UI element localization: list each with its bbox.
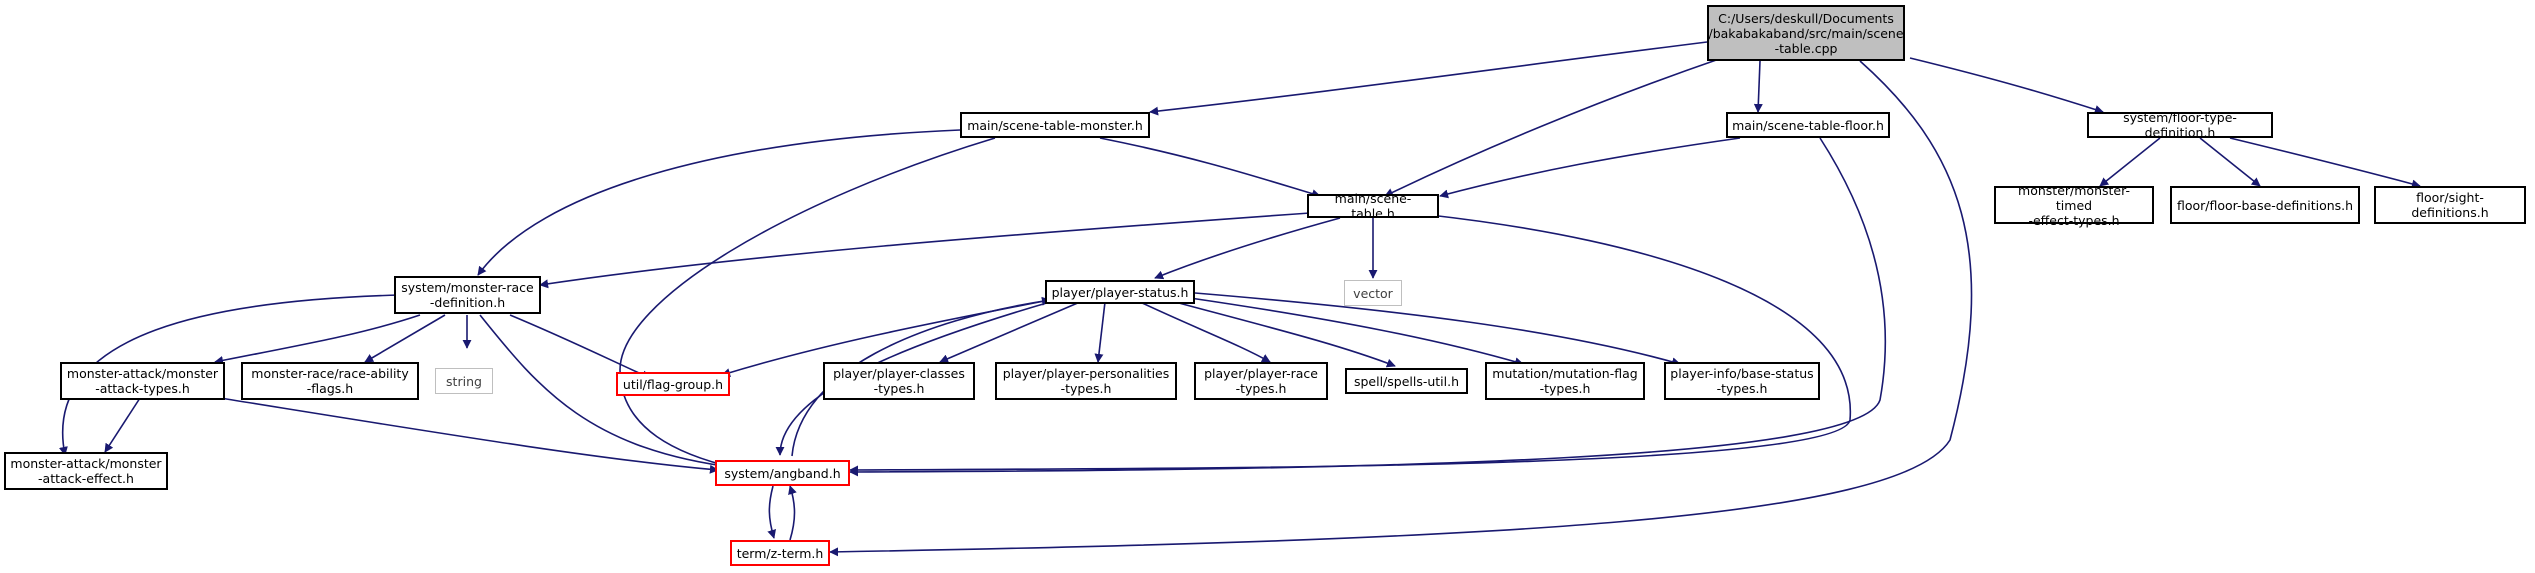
node-monster-race-definition-h[interactable]: system/monster-race -definition.h	[394, 276, 541, 314]
edge-attack-types-to-angband	[219, 397, 719, 474]
edge-ftd-to-floor-base	[2199, 137, 2261, 187]
edge-z-term-to-angband	[788, 485, 797, 541]
node-player-classes-types-h[interactable]: player/player-classes -types.h	[823, 362, 975, 400]
edge-root-to-z-term	[829, 60, 1973, 557]
node-scene-table-cpp[interactable]: C:/Users/deskull/Documents /bakabakaband…	[1707, 5, 1905, 61]
node-player-race-types-h[interactable]: player/player-race -types.h	[1194, 362, 1328, 400]
node-scene-table-h[interactable]: main/scene-table.h	[1307, 191, 1439, 221]
edge-root-to-scene-table-monster	[1149, 41, 1708, 116]
node-z-term-h[interactable]: term/z-term.h	[730, 540, 830, 566]
node-scene-table-monster-h[interactable]: main/scene-table-monster.h	[960, 112, 1150, 138]
edge-ps-to-mutation	[1189, 297, 1524, 367]
edge-floor-to-scene-table	[1439, 137, 1741, 199]
edge-race-def-to-attack-types	[214, 314, 421, 365]
node-sight-definitions-h[interactable]: floor/sight-definitions.h	[2374, 186, 2526, 224]
edge-scene-table-to-race-def	[539, 212, 1311, 289]
edge-scene-table-to-angband	[849, 214, 1851, 475]
node-vector[interactable]: vector	[1344, 280, 1402, 306]
node-scene-table-floor-h[interactable]: main/scene-table-floor.h	[1726, 112, 1890, 138]
edge-ps-to-spells-util	[1174, 301, 1396, 368]
node-base-status-types-h[interactable]: player-info/base-status -types.h	[1664, 362, 1820, 400]
edge-angband-to-z-term	[767, 485, 776, 539]
edge-ps-to-classes	[939, 301, 1081, 363]
node-monster-timed-effect-types-h[interactable]: monster/monster-timed -effect-types.h	[1994, 183, 2154, 228]
edge-root-to-scene-table	[1384, 57, 1723, 197]
edge-monster-to-race-def	[477, 129, 961, 276]
edge-race-def-to-flag-group	[509, 314, 651, 379]
edge-ftd-to-timed-effect	[2099, 137, 2161, 187]
edge-ps-to-race	[1139, 301, 1271, 363]
edge-race-def-to-attack-effect	[59, 294, 401, 456]
node-player-personalities-types-h[interactable]: player/player-personalities -types.h	[995, 362, 1177, 400]
node-mutation-flag-types-h[interactable]: mutation/mutation-flag -types.h	[1485, 362, 1645, 400]
edge-scene-table-to-player-status	[1154, 217, 1341, 280]
node-floor-base-definitions-h[interactable]: floor/floor-base-definitions.h	[2170, 186, 2360, 224]
edge-ps-to-personalities	[1094, 301, 1106, 363]
edge-ps-to-base-status	[1194, 292, 1681, 367]
edge-root-to-floor-type-definition	[1909, 57, 2104, 114]
edge-angband-to-ps	[791, 296, 1051, 457]
node-flag-group-h[interactable]: util/flag-group.h	[616, 372, 730, 396]
node-race-ability-flags-h[interactable]: monster-race/race-ability -flags.h	[241, 362, 419, 400]
node-angband-h[interactable]: system/angband.h	[715, 460, 850, 486]
node-player-status-h[interactable]: player/player-status.h	[1045, 280, 1195, 304]
node-monster-attack-effect-h[interactable]: monster-attack/monster -attack-effect.h	[4, 452, 168, 490]
edge-floor-to-angband	[849, 137, 1887, 477]
edge-race-def-to-angband	[479, 314, 739, 472]
edge-attack-types-to-attack-effect	[104, 397, 141, 453]
node-monster-attack-types-h[interactable]: monster-attack/monster -attack-types.h	[60, 362, 225, 400]
edge-race-def-to-ability-flags	[364, 314, 446, 363]
edge-monster-to-scene-table	[1099, 137, 1321, 198]
edge-ftd-to-sight	[2229, 137, 2421, 189]
node-string[interactable]: string	[435, 368, 493, 394]
node-spells-util-h[interactable]: spell/spells-util.h	[1345, 368, 1468, 394]
edge-root-to-scene-table-floor	[1753, 60, 1763, 113]
edge-monster-to-angband	[619, 137, 996, 471]
node-floor-type-definition-h[interactable]: system/floor-type-definition.h	[2087, 110, 2273, 140]
